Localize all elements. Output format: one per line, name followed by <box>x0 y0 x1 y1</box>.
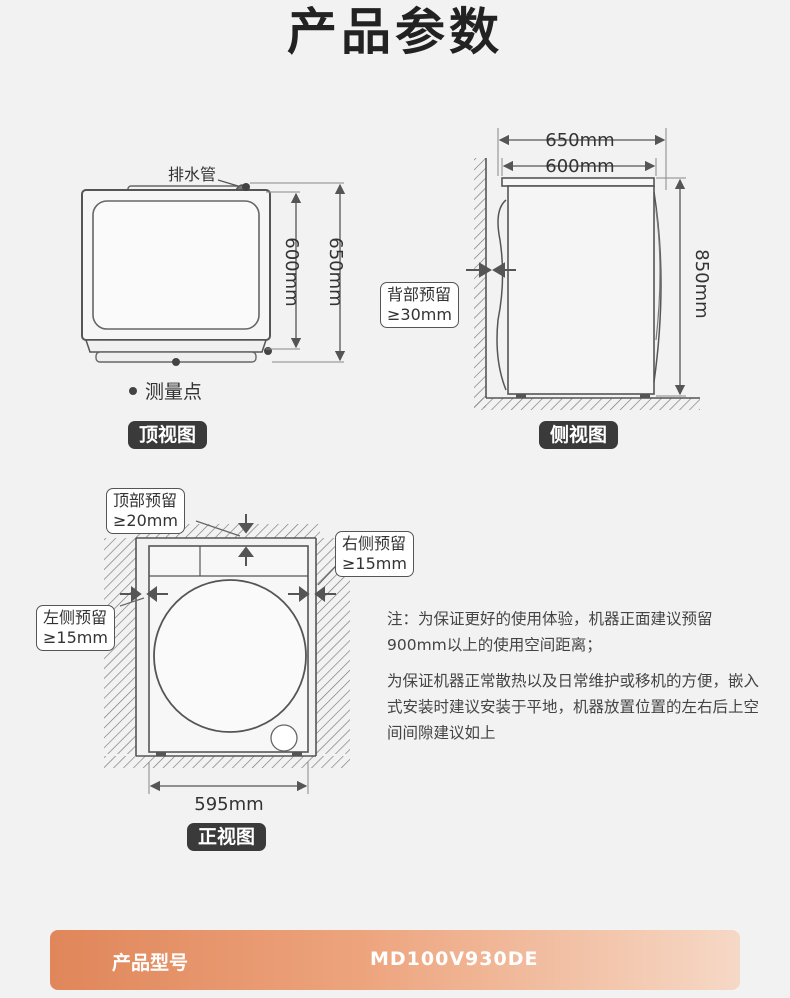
side-dim-650: 650mm <box>545 130 614 151</box>
measure-point <box>264 347 272 355</box>
top-gap-arrow-up <box>238 546 254 566</box>
drain-label: 排水管 <box>168 165 216 184</box>
top-view-drawing <box>81 179 346 366</box>
left-gap-value: ≥15mm <box>43 628 108 647</box>
side-view-tag: 侧视图 <box>539 421 619 449</box>
model-bar: 产品型号 MD100V930DE <box>50 930 740 990</box>
install-notes: 注：为保证更好的使用体验，机器正面建议预留900mm以上的使用空间距离； 为保证… <box>387 606 767 756</box>
measure-point <box>172 358 180 366</box>
side-dim-850: 850mm <box>691 249 712 318</box>
page-title: 产品参数 <box>287 3 503 61</box>
model-label: 产品型号 <box>112 952 189 974</box>
top-view-tag: 顶视图 <box>128 421 208 449</box>
top-dim-600: 600mm <box>281 237 302 306</box>
back-gap-callout: 背部预留 ≥30mm <box>380 282 459 328</box>
side-dim-600: 600mm <box>545 156 614 177</box>
back-gap-value: ≥30mm <box>387 305 452 324</box>
front-view-drawing <box>104 514 350 794</box>
top-gap-callout: 顶部预留 ≥20mm <box>106 488 185 534</box>
top-dim-650: 650mm <box>325 237 346 306</box>
legend-dot <box>129 387 137 395</box>
left-gap-callout: 左侧预留 ≥15mm <box>36 605 115 651</box>
top-gap-title: 顶部预留 <box>113 491 178 510</box>
model-value: MD100V930DE <box>370 948 539 970</box>
right-gap-value: ≥15mm <box>342 554 407 573</box>
note-2: 为保证机器正常散热以及日常维护或移机的方便，嵌入式安装时建议安装于平地，机器放置… <box>387 672 760 742</box>
right-gap-arrow-out <box>288 586 310 602</box>
right-gap-arrow-in <box>314 586 336 602</box>
side-view-drawing <box>466 128 700 410</box>
legend-label: 测量点 <box>145 381 202 403</box>
back-gap-arrow-out <box>492 262 516 278</box>
top-gap-value: ≥20mm <box>113 511 178 530</box>
right-gap-title: 右侧预留 <box>342 534 407 553</box>
left-gap-arrow-out <box>146 586 168 602</box>
back-gap-arrow-in <box>466 262 492 278</box>
note-1: 注：为保证更好的使用体验，机器正面建议预留900mm以上的使用空间距离； <box>387 610 713 654</box>
measure-point <box>242 183 250 191</box>
left-gap-title: 左侧预留 <box>43 608 108 627</box>
front-width-label: 595mm <box>194 794 263 815</box>
right-gap-callout: 右侧预留 ≥15mm <box>335 531 414 577</box>
front-view-tag: 正视图 <box>187 823 267 851</box>
back-gap-title: 背部预留 <box>387 285 452 304</box>
top-gap-arrow-down <box>238 514 254 534</box>
left-gap-arrow-in <box>120 586 142 602</box>
